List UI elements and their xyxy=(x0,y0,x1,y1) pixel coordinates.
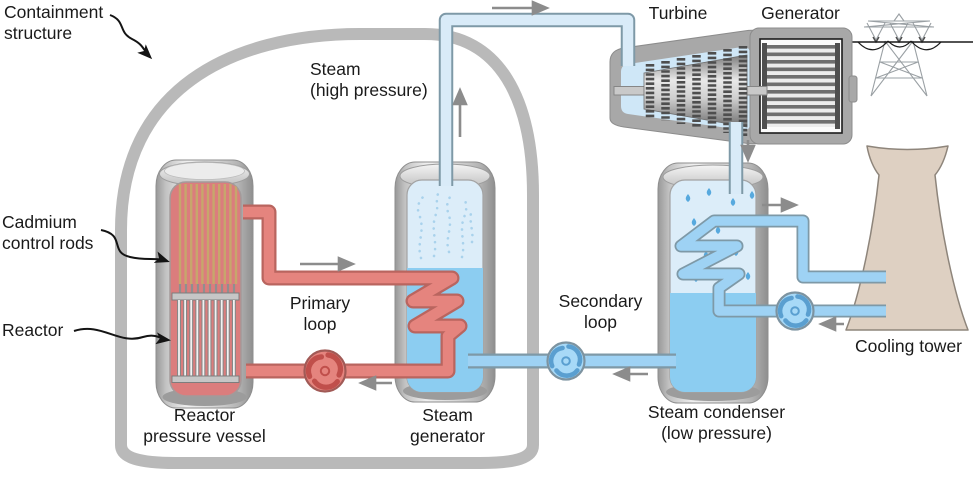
turbine-blades xyxy=(645,46,748,136)
pointer-containment xyxy=(109,14,153,60)
secondary-pump xyxy=(546,341,586,381)
control-rods xyxy=(178,184,238,284)
pointer-reactor xyxy=(73,327,171,345)
fuel-rod-assembly xyxy=(171,284,240,383)
label-turbine: Turbine xyxy=(648,3,708,23)
reactor-pressure-vessel xyxy=(155,159,254,409)
cooling-water-pipe xyxy=(674,214,886,318)
label-reactor: Reactor xyxy=(2,320,64,340)
label-steam-high-pressure: Steam (high pressure) xyxy=(310,59,428,100)
primary-loop-pipe xyxy=(243,204,468,379)
turbine-rotor xyxy=(643,46,748,136)
label-secondary-loop: Secondary loop xyxy=(558,291,643,332)
pointer-control-rods xyxy=(100,229,170,263)
label-primary-loop: Primary loop xyxy=(289,293,351,334)
transmission-pylon xyxy=(863,13,935,97)
label-containment-structure: Containment structure xyxy=(4,2,104,43)
label-generator: Generator xyxy=(761,3,840,23)
containment-structure-outline xyxy=(115,28,539,469)
generator-housing xyxy=(749,27,858,145)
label-reactor-pressure-vessel: Reactor pressure vessel xyxy=(143,405,266,446)
generator-drum xyxy=(762,43,840,129)
steam-bubbles xyxy=(416,190,474,260)
cooling-tower-shape xyxy=(845,145,969,331)
label-steam-generator: Steam generator xyxy=(410,405,485,446)
cooling-pump xyxy=(775,291,815,331)
power-line-wire xyxy=(852,40,973,51)
steam-pipe xyxy=(438,12,636,186)
label-steam-condenser: Steam condenser (low pressure) xyxy=(647,402,786,443)
label-cadmium-control-rods: Cadmium control rods xyxy=(2,212,94,253)
primary-pump xyxy=(303,349,347,393)
label-cooling-tower: Cooling tower xyxy=(855,336,962,356)
